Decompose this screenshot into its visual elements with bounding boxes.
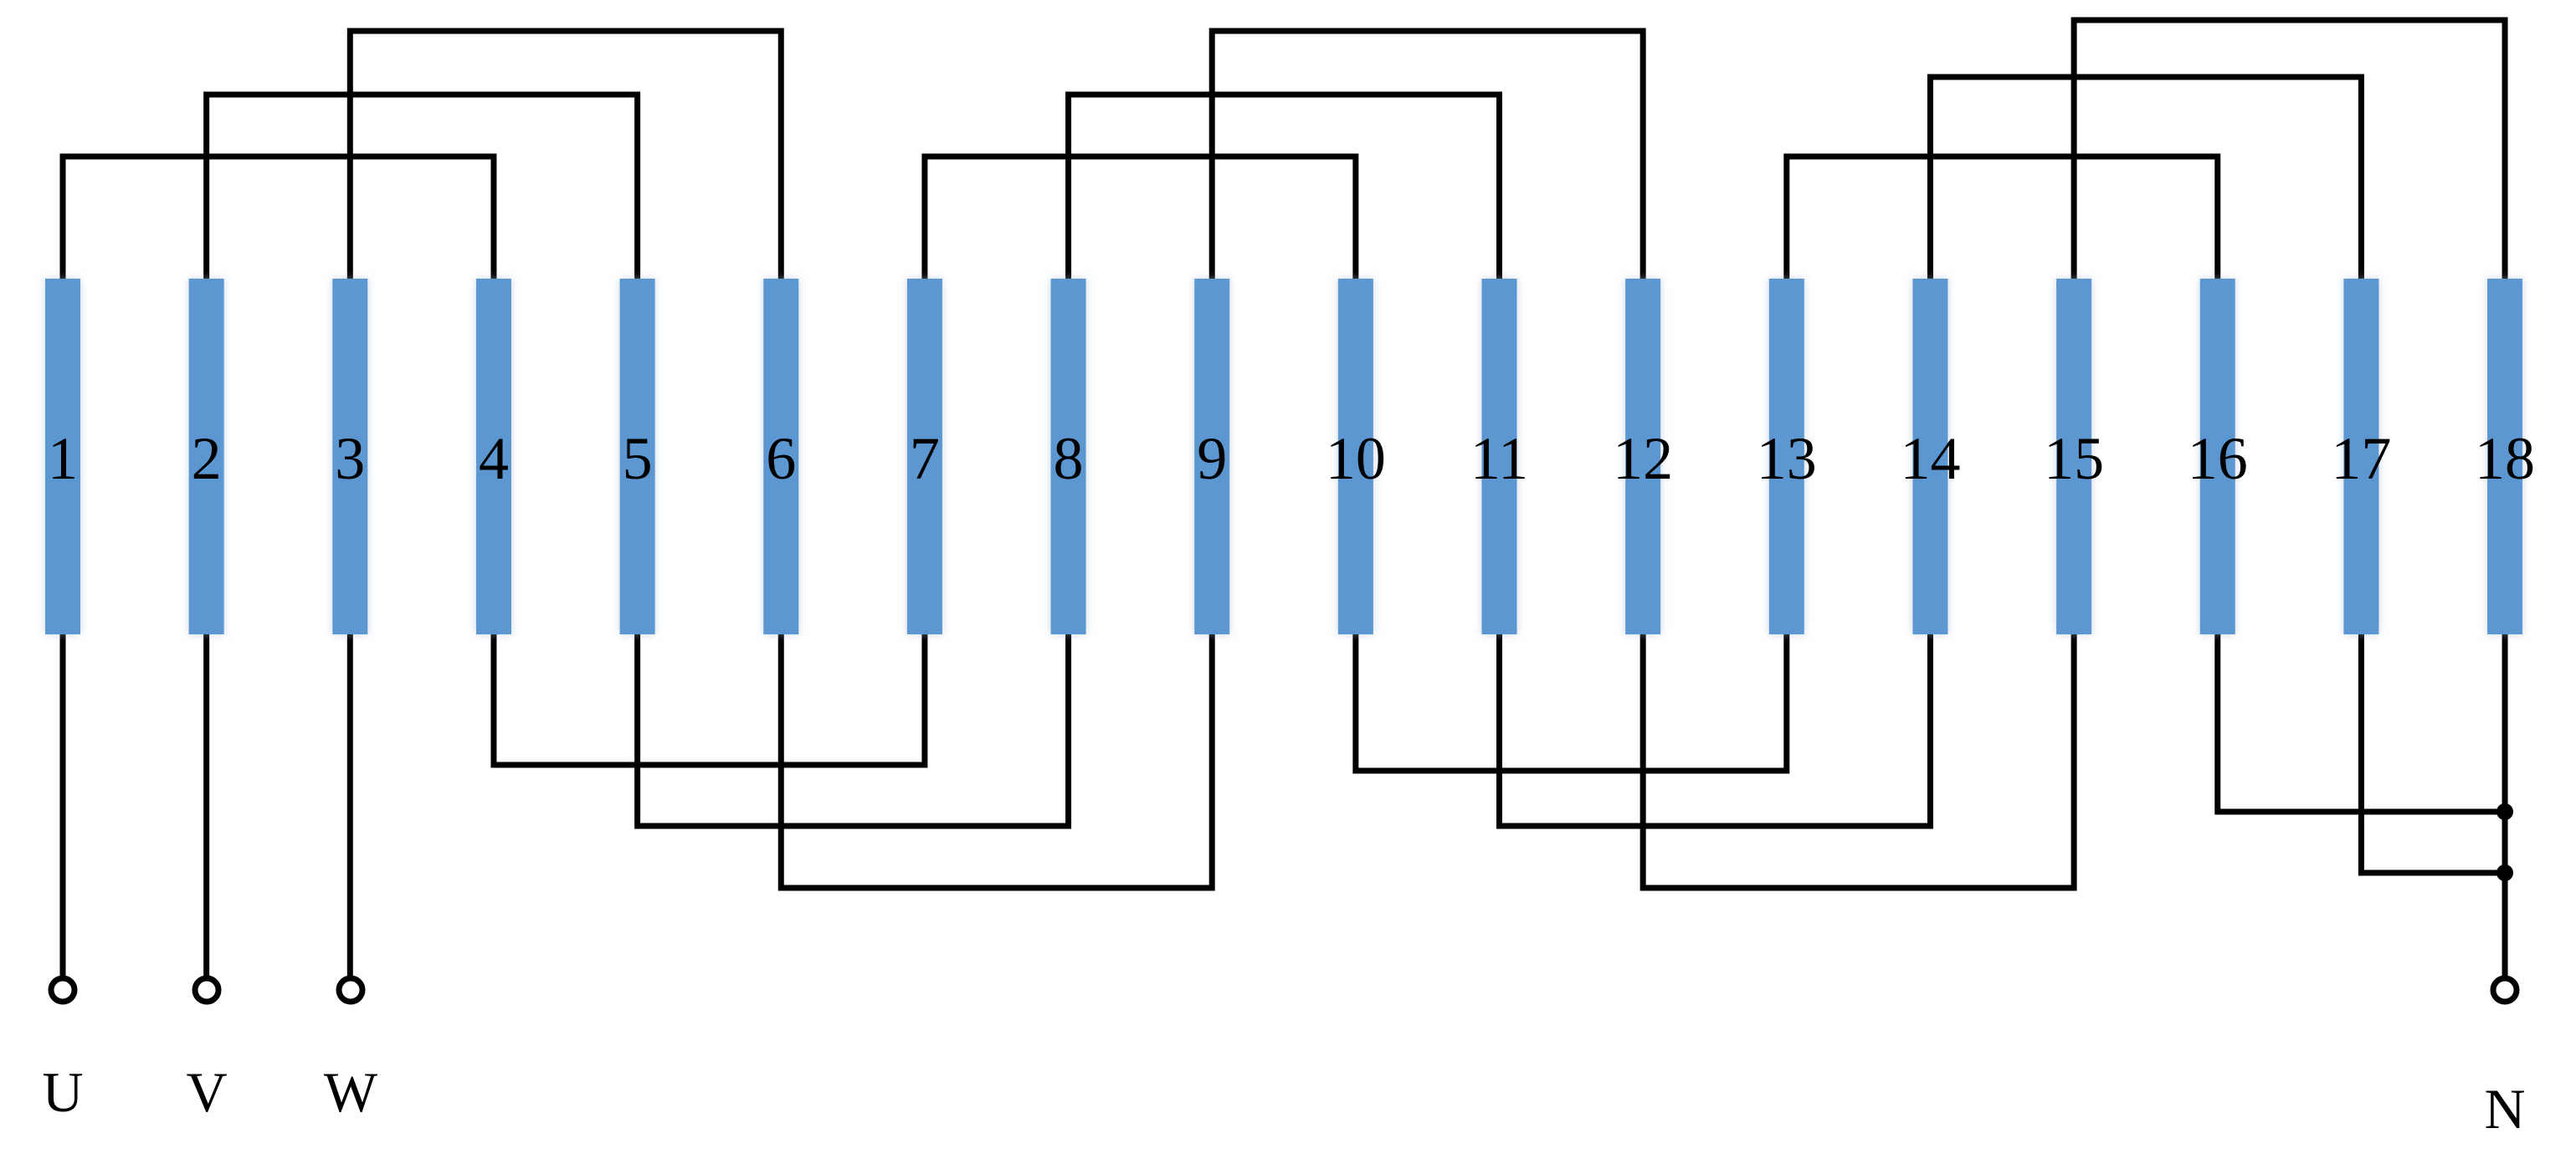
slot-label-9: 9: [1197, 425, 1227, 492]
wire-star-16: [2214, 631, 2508, 815]
wire-top-7-10: [921, 153, 1359, 282]
terminals: U V W N: [42, 975, 2526, 1141]
terminal-label-n: N: [2484, 1077, 2525, 1141]
slot-13: [1768, 279, 1804, 634]
wire-bottom-6-9: [777, 631, 1215, 891]
wire-bottom-12-15: [1640, 631, 2077, 891]
slot-4: [475, 279, 511, 634]
slot-9: [1194, 279, 1230, 634]
slot-label-14: 14: [1900, 425, 1960, 492]
slot-label-16: 16: [2188, 425, 2248, 492]
wire-bottom-4-7: [490, 631, 928, 768]
slot-label-2: 2: [192, 425, 222, 492]
wire-top-8-11: [1065, 91, 1502, 282]
terminal-n[interactable]: [2490, 975, 2520, 1005]
slot-label-15: 15: [2044, 425, 2104, 492]
wire-bottom-10-13: [1352, 631, 1790, 774]
wire-top-3-6: [346, 28, 784, 282]
terminal-label-w: W: [324, 1060, 378, 1124]
slot-label-1: 1: [48, 425, 78, 492]
slot-label-8: 8: [1054, 425, 1084, 492]
wire-top-13-16: [1783, 153, 2221, 282]
wire-top-2-5: [203, 91, 641, 282]
slot-5: [619, 279, 655, 634]
wire-star-17: [2358, 631, 2508, 876]
wire-top-1-4: [59, 153, 497, 282]
terminal-label-v: V: [186, 1060, 227, 1124]
slot-label-11: 11: [1470, 425, 1528, 492]
slot-label-10: 10: [1326, 425, 1386, 492]
wire-bottom-11-14: [1496, 631, 1933, 829]
junction-dot: [2496, 864, 2513, 881]
terminal-w[interactable]: [336, 975, 366, 1005]
slot-7: [906, 279, 942, 634]
junction-dot: [2496, 803, 2513, 820]
wire-top-14-17: [1927, 74, 2364, 282]
slot-6: [763, 279, 799, 634]
slot-label-3: 3: [335, 425, 365, 492]
slot-16: [2199, 279, 2235, 634]
slot-label-7: 7: [910, 425, 940, 492]
slot-11: [1481, 279, 1517, 634]
slot-label-17: 17: [2331, 425, 2391, 492]
slot-8: [1050, 279, 1086, 634]
winding-wires: [59, 17, 2508, 982]
slot-15: [2056, 279, 2092, 634]
star-point-junctions: [2496, 803, 2513, 881]
wire-top-15-18: [2071, 17, 2508, 282]
slot-18: [2487, 279, 2523, 634]
terminal-label-u: U: [42, 1060, 83, 1124]
slot-3: [332, 279, 368, 634]
slot-label-6: 6: [766, 425, 796, 492]
slot-12: [1625, 279, 1661, 634]
slot-label-5: 5: [623, 425, 653, 492]
wire-bottom-5-8: [634, 631, 1072, 829]
wire-top-9-12: [1208, 28, 1646, 282]
slot-14: [1912, 279, 1948, 634]
terminal-v[interactable]: [192, 975, 222, 1005]
slot-17: [2343, 279, 2379, 634]
slot-label-4: 4: [479, 425, 509, 492]
slot-label-18: 18: [2475, 425, 2535, 492]
slot-2: [188, 279, 224, 634]
slot-1: [45, 279, 80, 634]
slot-label-12: 12: [1613, 425, 1673, 492]
slot-label-13: 13: [1757, 425, 1817, 492]
slot-10: [1337, 279, 1373, 634]
terminal-u[interactable]: [48, 975, 78, 1005]
